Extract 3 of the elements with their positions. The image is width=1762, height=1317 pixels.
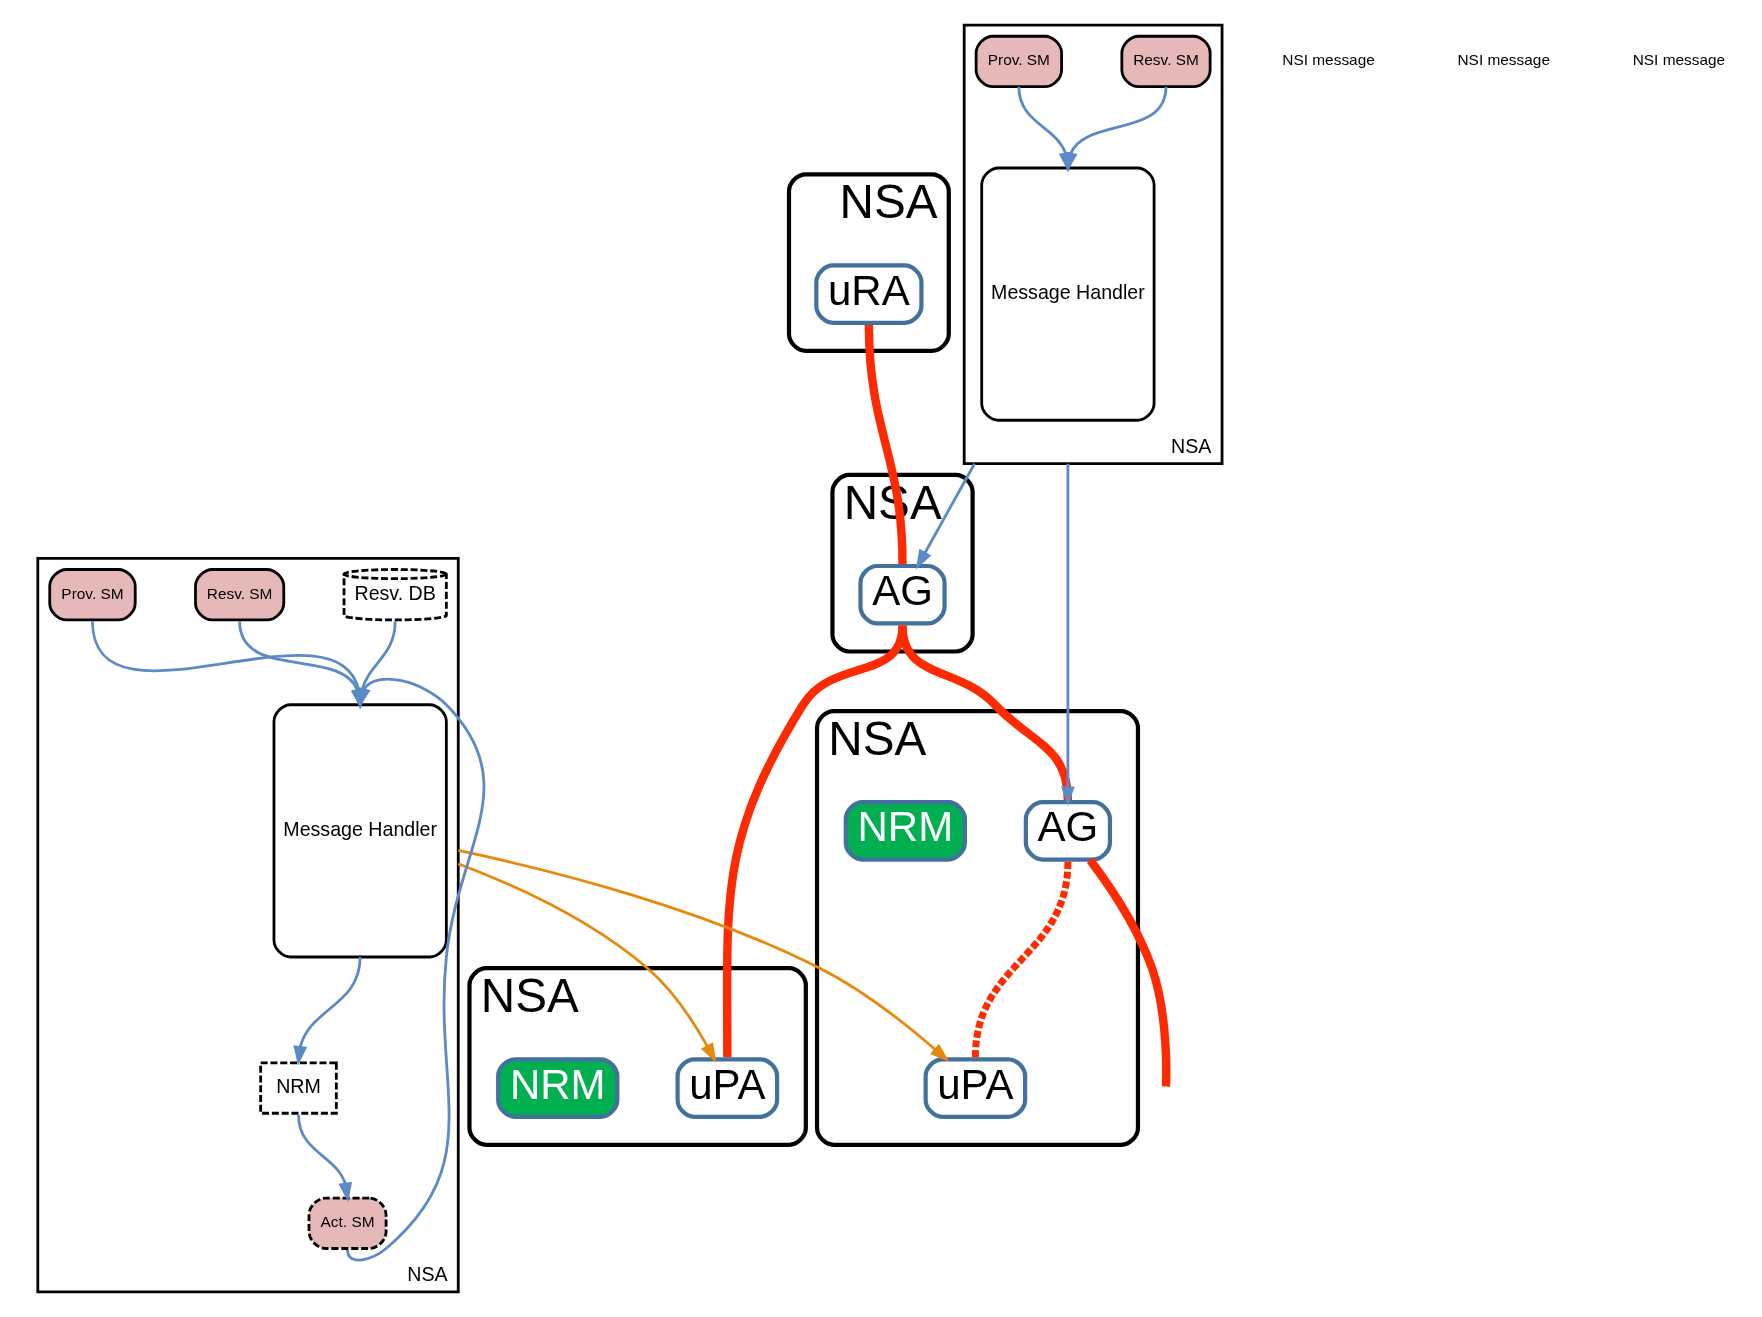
- label: NSI message: [1632, 51, 1725, 69]
- label: NSI message: [1457, 51, 1550, 69]
- label: NSI message: [1281, 51, 1375, 69]
